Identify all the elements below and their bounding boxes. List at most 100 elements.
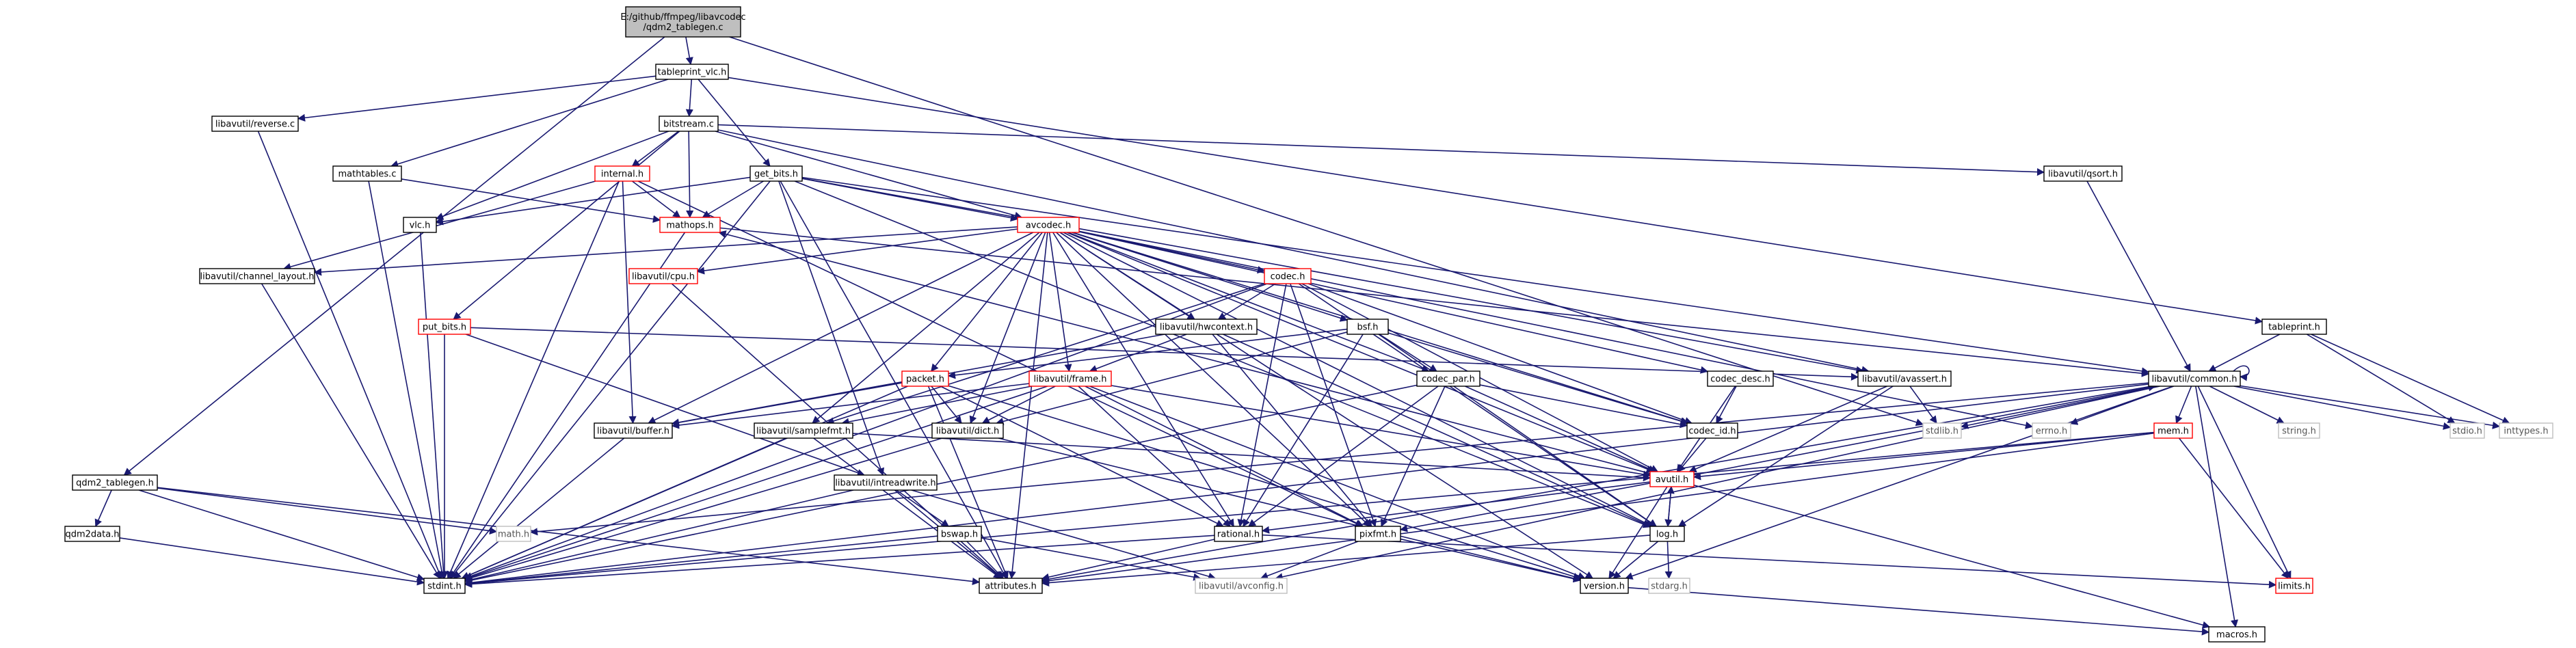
- node-box: [937, 526, 982, 542]
- node-label: qdm2data.h: [65, 530, 119, 540]
- edge-qdm2_tablegen-to-stdint: [138, 489, 425, 581]
- edge-avcodec-to-codec_par: [1067, 232, 1430, 373]
- node-reverse[interactable]: libavutil/reverse.c: [211, 116, 299, 132]
- edge-qdm2_tablegen-to-attributes: [157, 487, 981, 586]
- node-codec-par[interactable]: codec_par.h: [1416, 370, 1480, 387]
- node-box: [1214, 526, 1263, 542]
- node-box: [659, 217, 721, 233]
- node-bswap[interactable]: bswap.h: [937, 526, 982, 542]
- node-stdint[interactable]: stdint.h: [423, 578, 466, 594]
- edge-bsf-to-codec_id: [1387, 332, 1688, 425]
- edge-samplefmt-to-avutil: [852, 433, 1651, 482]
- node-rational[interactable]: rational.h: [1214, 526, 1263, 542]
- node-label: libavutil/avassert.h: [1862, 375, 1947, 385]
- edge-avutil-to-macros: [1693, 485, 2211, 629]
- node-mathtables[interactable]: mathtables.c: [332, 165, 402, 182]
- node-channel-layout[interactable]: libavutil/channel_layout.h: [199, 268, 315, 284]
- node-label: string.h: [2282, 427, 2316, 437]
- node-bitstream[interactable]: bitstream.c: [659, 116, 719, 132]
- node-box: [2153, 422, 2193, 439]
- node-label: log.h: [1656, 530, 1678, 540]
- edge-dict-to-stdint: [464, 437, 943, 582]
- node-tableprint-vlc[interactable]: tableprint_vlc.h: [655, 64, 729, 80]
- node-label: libavutil/dict.h: [936, 427, 1000, 437]
- edge-bswap-to-attributes: [966, 541, 1004, 579]
- node-dict[interactable]: libavutil/dict.h: [931, 422, 1004, 439]
- node-label: libavutil/avconfig.h: [1199, 582, 1284, 592]
- node-qdm2data[interactable]: qdm2data.h: [64, 526, 120, 542]
- node-limits[interactable]: limits.h: [2275, 578, 2313, 594]
- edge-mem-to-attributes: [1041, 432, 2155, 585]
- edge-avcodec-to-version: [1059, 232, 1593, 579]
- edge-common-to-avconfig: [1275, 386, 2160, 581]
- edge-qdm2_tablegen-to-math: [157, 487, 498, 535]
- node-log[interactable]: log.h: [1649, 526, 1685, 542]
- node-label: E:/github/ffmpeg/libavcodec: [620, 12, 745, 23]
- node-frame[interactable]: libavutil/frame.h: [1028, 370, 1112, 387]
- edge-common-to-attributes: [1041, 386, 2152, 583]
- node-box: [2261, 319, 2327, 335]
- node-box: [1857, 370, 1952, 387]
- node-label: vlc.h: [410, 221, 431, 231]
- edge-hwcontext-to-frame: [1089, 334, 1187, 373]
- node-box: [2499, 422, 2553, 439]
- node-pixfmt[interactable]: pixfmt.h: [1355, 526, 1401, 542]
- node-box: [1686, 422, 1738, 439]
- edge-common-to-math: [529, 382, 2149, 536]
- node-buffer[interactable]: libavutil/buffer.h: [594, 422, 673, 439]
- node-avcodec[interactable]: avcodec.h: [1017, 217, 1080, 233]
- node-root[interactable]: E:/github/ffmpeg/libavcodec/qdm2_tablege…: [620, 6, 746, 38]
- edge-bitstream-to-avcodec: [715, 131, 1022, 219]
- edge-version-to-macros: [1628, 586, 2210, 636]
- node-hwcontext[interactable]: libavutil/hwcontext.h: [1155, 319, 1258, 335]
- node-get-bits[interactable]: get_bits.h: [749, 165, 803, 182]
- node-common[interactable]: libavutil/common.h: [2148, 370, 2241, 387]
- node-codec-id[interactable]: codec_id.h: [1686, 422, 1738, 439]
- node-label: pixfmt.h: [1359, 530, 1396, 540]
- edge-avutil-to-mathops: [718, 230, 1651, 474]
- edge-tableprint-to-stdio: [2306, 334, 2456, 424]
- node-box: [754, 422, 853, 439]
- node-mem[interactable]: mem.h: [2153, 422, 2193, 439]
- node-label: avcodec.h: [1026, 221, 1072, 231]
- node-avassert[interactable]: libavutil/avassert.h: [1857, 370, 1952, 387]
- node-put-bits[interactable]: put_bits.h: [418, 319, 471, 335]
- edge-common-to-macros: [2195, 386, 2239, 628]
- edge-bitstream-to-qsort: [717, 124, 2045, 176]
- node-vlc[interactable]: vlc.h: [403, 217, 437, 233]
- node-qdm2-tablegen[interactable]: qdm2_tablegen.h: [72, 474, 158, 491]
- node-label: mathops.h: [666, 221, 713, 231]
- node-samplefmt[interactable]: libavutil/samplefmt.h: [754, 422, 853, 439]
- node-attributes[interactable]: attributes.h: [979, 578, 1043, 594]
- node-version[interactable]: version.h: [1580, 578, 1629, 594]
- edge-get_bits-to-avassert: [801, 178, 1864, 374]
- node-intreadwrite[interactable]: libavutil/intreadwrite.h: [834, 474, 938, 491]
- edge-frame-to-version: [1089, 386, 1586, 580]
- edge-codec_par-to-stdint: [464, 384, 1418, 584]
- node-cpu[interactable]: libavutil/cpu.h: [628, 268, 698, 284]
- edge-avcodec-to-bsf: [1072, 232, 1349, 322]
- edge-codec-to-codec_id: [1307, 283, 1692, 424]
- edge-internal-to-pixfmt: [637, 180, 1363, 527]
- node-box: [2148, 370, 2241, 387]
- node-codec[interactable]: codec.h: [1264, 268, 1312, 284]
- node-bsf[interactable]: bsf.h: [1346, 319, 1389, 335]
- node-box: [659, 116, 719, 132]
- node-internal[interactable]: internal.h: [594, 165, 650, 182]
- node-qsort[interactable]: libavutil/qsort.h: [2043, 165, 2123, 182]
- node-label: internal.h: [601, 170, 643, 180]
- node-tableprint[interactable]: tableprint.h: [2261, 319, 2327, 335]
- node-codec-desc[interactable]: codec_desc.h: [1707, 370, 1774, 387]
- edge-frame-to-rational: [1078, 386, 1231, 527]
- node-box: [749, 165, 803, 182]
- edge-bswap-to-stdint: [464, 535, 938, 587]
- node-label: libavutil/common.h: [2151, 375, 2237, 385]
- node-macros[interactable]: macros.h: [2208, 626, 2266, 643]
- edge-qdm2_tablegen-to-qdm2data: [94, 489, 112, 528]
- node-label: bsf.h: [1357, 323, 1378, 333]
- node-packet[interactable]: packet.h: [901, 370, 949, 387]
- edge-codec-to-rational: [1237, 283, 1287, 528]
- node-mathops[interactable]: mathops.h: [659, 217, 721, 233]
- node-avutil[interactable]: avutil.h: [1649, 471, 1695, 487]
- node-box: [931, 422, 1004, 439]
